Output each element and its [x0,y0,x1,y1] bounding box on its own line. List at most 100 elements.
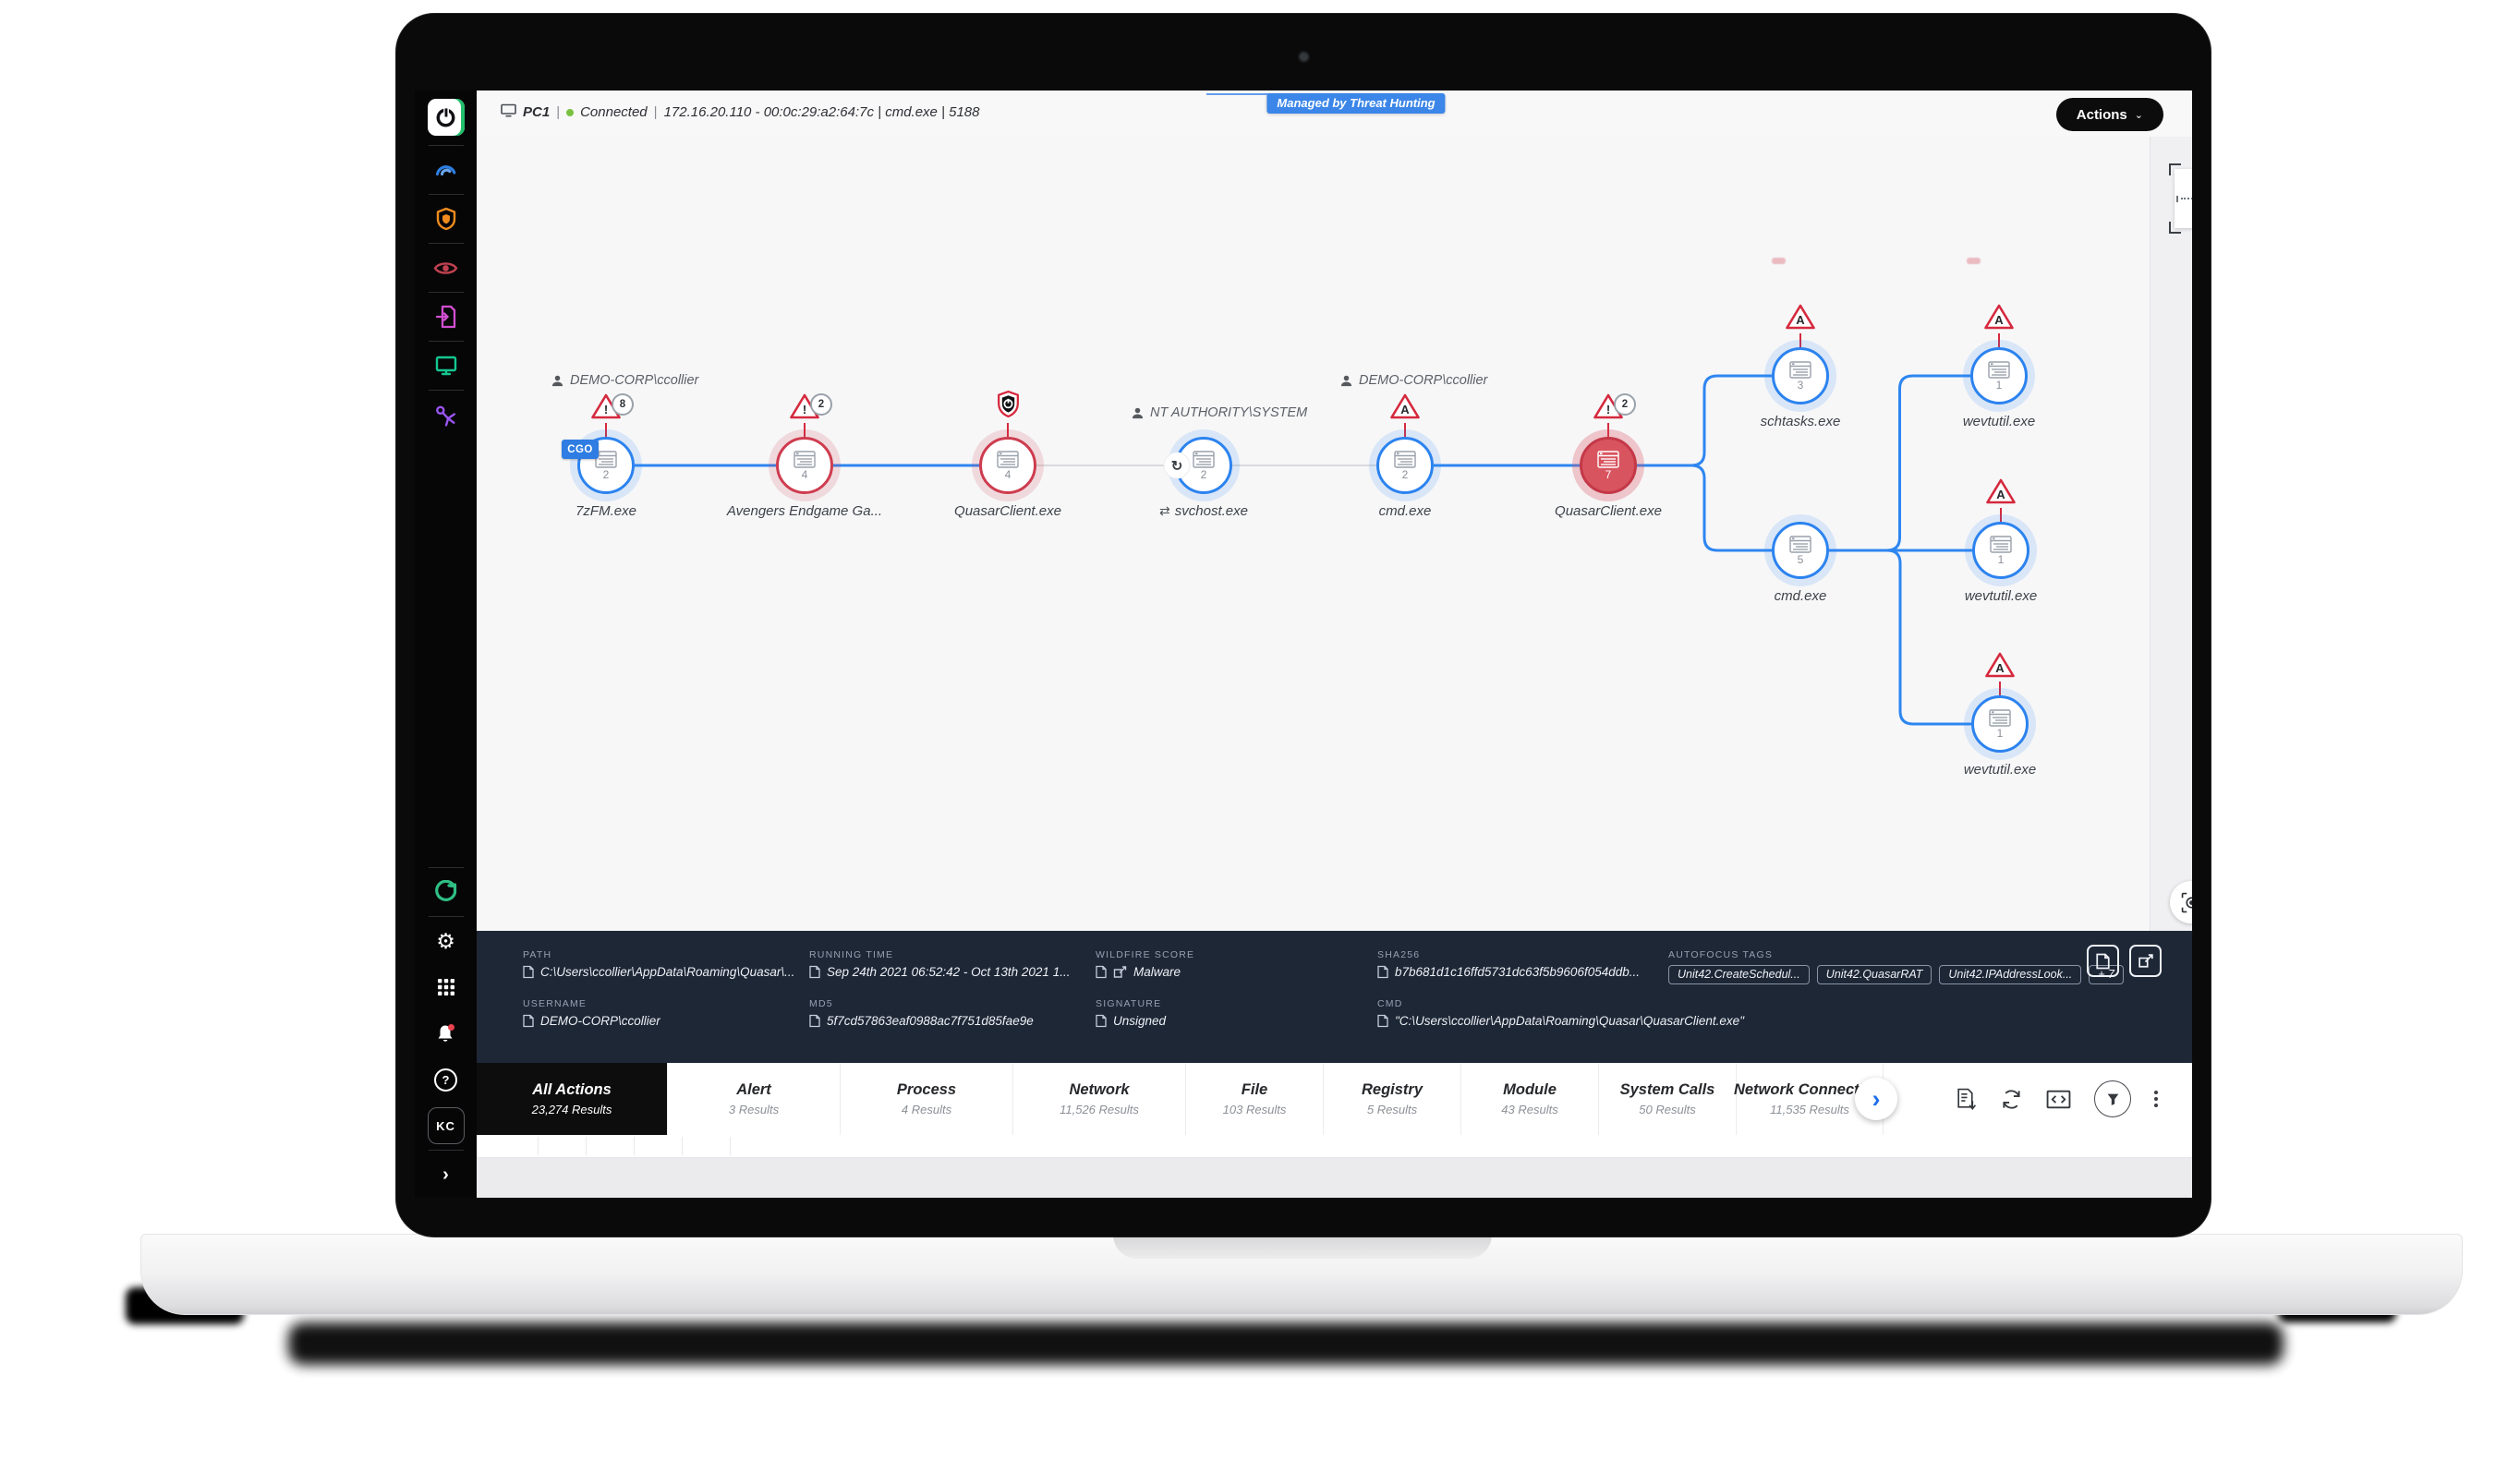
edge-cmd2-wevtutil3 [1829,550,1971,724]
field-label: USERNAME [523,998,809,1009]
svg-text:!: ! [1606,403,1610,416]
badge-connector [1998,333,2000,347]
table-column-dividers [491,1137,751,1155]
faded-alert-marker [1772,258,1786,264]
tab-results-count: 11,526 Results [1060,1103,1139,1116]
sidebar-item-doc-export-icon[interactable] [415,294,477,340]
tab-results-count: 103 Results [1223,1103,1287,1116]
svg-text:!: ! [803,403,806,416]
tab-process[interactable]: Process4 Results [841,1063,1013,1135]
sidebar-item-eye-icon[interactable] [415,245,477,291]
user-avatar[interactable]: KC [428,1107,465,1144]
sidebar-item-expand-chevron[interactable]: › [415,1152,477,1198]
sidebar-item-help-icon[interactable]: ? [415,1056,477,1103]
tab-results-count: 23,274 Results [532,1103,612,1116]
field-value[interactable]: Malware [1096,965,1377,979]
field-value[interactable]: b7b681d1c16ffd5731dc63f5b9606f054ddb... [1377,965,1668,979]
process-node-quasar1[interactable]: 4 [979,437,1036,494]
sidebar-divider [429,292,464,293]
sidebar-item-gear-icon[interactable]: ⚙ [415,918,477,964]
tag-pill[interactable]: Unit42.QuasarRAT [1817,965,1932,984]
svg-text:A: A [1796,313,1805,327]
tab-results-count: 43 Results [1501,1103,1557,1116]
badge-connector [1799,333,1801,347]
laptop-base [140,1234,2463,1315]
sidebar-item-monitor-green-icon[interactable] [415,343,477,389]
alert-triangle-badge[interactable]: !2 [1593,392,1624,425]
process-node-wevtutil3[interactable]: 1 [1971,695,2029,753]
alert-triangle-badge[interactable]: A [1785,303,1816,335]
field-value[interactable]: Sep 24th 2021 06:52:42 - Oct 13th 2021 1… [809,965,1096,979]
field-value[interactable]: 5f7cd57863eaf0988ac7f751d85fae9e [809,1014,1096,1028]
process-node-label: QuasarClient.exe [954,503,1061,519]
filter-icon[interactable] [2094,1080,2131,1117]
results-table-header-row [477,1135,2192,1158]
refresh-icon[interactable] [2000,1088,2023,1111]
process-node-wevtutil2[interactable]: 1 [1972,522,2029,579]
sidebar-divider [429,145,464,146]
cgo-badge: CGO [562,440,599,459]
sidebar-item-bell-icon[interactable] [415,1010,477,1056]
field-value[interactable]: "C:\Users\ccollier\AppData\Roaming\Quasa… [1377,1014,2124,1028]
alert-triangle-badge[interactable]: !8 [590,392,622,425]
alert-triangle-badge[interactable]: A [1983,303,2015,335]
process-node-label: 7zFM.exe [575,503,636,519]
sidebar-item-grid-icon[interactable] [415,964,477,1010]
causality-canvas[interactable]: + − DEMO-CORP\ccollierNT AUTHORITY\SYSTE… [477,137,2192,931]
process-node-avengers[interactable]: 4 [776,437,833,494]
sidebar-item-shield-icon[interactable] [415,196,477,242]
left-nav-sidebar: ⚙? KC › [415,90,477,1198]
prevention-shield-badge[interactable] [996,390,1027,423]
tag-pill[interactable]: Unit42.IPAddressLook... [1939,965,2081,984]
badge-connector [605,423,607,437]
field-value[interactable]: DEMO-CORP\ccollier [523,1014,809,1028]
tab-network[interactable]: Network11,526 Results [1013,1063,1186,1135]
sidebar-item-share-nodes-icon[interactable] [415,392,477,438]
process-node-cmd2[interactable]: 5 [1772,522,1829,579]
tab-alert[interactable]: Alert3 Results [668,1063,841,1135]
alert-triangle-badge[interactable]: A [1984,651,2016,683]
process-tree-edges [477,137,2192,931]
tab-system-calls[interactable]: System Calls 50 Results [1599,1063,1737,1135]
query-code-icon[interactable] [2046,1090,2071,1109]
tab-file[interactable]: File103 Results [1186,1063,1324,1135]
sidebar-divider [429,243,464,244]
process-node-wevtutil1[interactable]: 1 [1970,347,2028,404]
actions-button[interactable]: Actions ⌄ [2056,98,2163,131]
export-results-icon[interactable] [1956,1088,1977,1111]
process-node-cmd1[interactable]: 2 [1376,437,1434,494]
field-label: WILDFIRE SCORE [1096,949,1377,960]
zoom-fit-divider[interactable] [2181,198,2192,199]
more-options-icon[interactable] [2154,1091,2158,1107]
tab-label: Module [1503,1081,1557,1099]
tab-results-count: 50 Results [1639,1103,1695,1116]
tab-all-actions[interactable]: All Actions23,274 Results [477,1063,668,1135]
sidebar-divider [429,194,464,195]
alert-triangle-badge[interactable]: !2 [789,392,820,425]
open-external-icon[interactable] [2129,945,2162,977]
sidebar-item-arc-icon[interactable] [415,147,477,193]
process-node-quasar2[interactable]: 7 [1580,437,1637,494]
process-node-label: ⇄svchost.exe [1159,503,1248,519]
tabs-scroll-next-button[interactable]: › [1855,1078,1897,1120]
tab-module[interactable]: Module 43 Results [1461,1063,1599,1135]
results-tab-bar: All Actions23,274 ResultsAlert3 ResultsP… [477,1063,2192,1135]
field-label: PATH [523,949,809,960]
tag-pill[interactable]: Unit42.CreateSchedul... [1668,965,1810,984]
tab-registry[interactable]: Registry5 Results [1324,1063,1461,1135]
sidebar-item-cortex-xdr-logo[interactable] [415,90,477,144]
tab-label: System Calls [1620,1081,1715,1099]
alert-triangle-badge[interactable]: A [1985,477,2017,510]
process-node-schtasks[interactable]: 3 [1772,347,1829,404]
sidebar-item-ring-logo-icon[interactable] [415,869,477,915]
webcam-dot [1300,53,1308,61]
connection-details: 172.16.20.110 - 00:0c:29:a2:64:7c | cmd.… [664,104,980,120]
alert-triangle-badge[interactable]: A [1389,392,1421,425]
zoom-control: + − [2175,169,2192,228]
header-bar: PC1 | Connected | 172.16.20.110 - 00:0c:… [477,90,2192,137]
process-node-label: Avengers Endgame Ga... [727,503,882,519]
copy-page-icon[interactable] [2087,945,2119,977]
field-value[interactable]: Unsigned [1096,1014,1377,1028]
field-value[interactable]: C:\Users\ccollier\AppData\Roaming\Quasar… [523,965,809,979]
sidebar-item-avatar[interactable]: KC [415,1103,477,1149]
